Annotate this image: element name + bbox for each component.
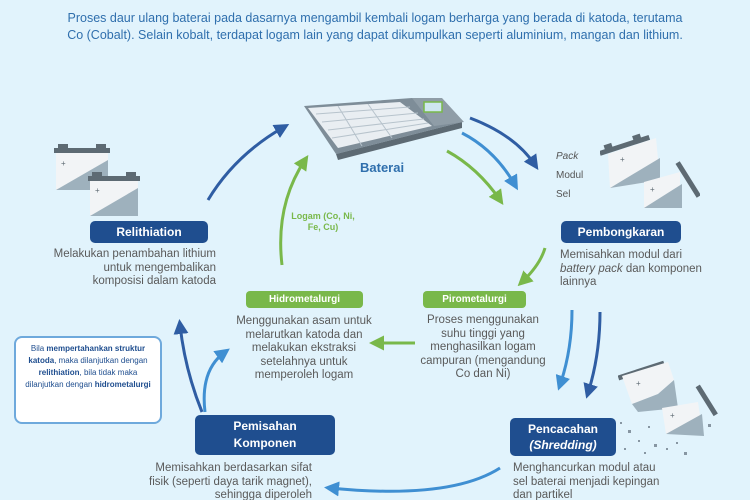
pemisahan-title-line1: Pemisahan xyxy=(233,419,297,433)
decision-note: Bila mempertahankan struktur katoda, mak… xyxy=(14,336,162,424)
pack-label: Pack xyxy=(556,151,579,162)
arrow-pembongkaran-to-pencacahan-dark xyxy=(583,311,602,399)
pencacahan-title-line2: (Shredding) xyxy=(529,438,597,452)
arrow-battery-to-pembongkaran-dark xyxy=(469,116,539,170)
arrow-pembongkaran-to-pirometalurgi xyxy=(517,247,547,287)
pembongkaran-desc: Memisahkan modul dari battery pack dan k… xyxy=(560,249,710,290)
arrow-pencacahan-to-pemisahan xyxy=(324,466,501,497)
relithiation-label: Relithiation xyxy=(90,221,208,243)
arrow-relithiation-to-battery xyxy=(206,124,290,201)
arrow-pemisahan-to-hidrometalurgi xyxy=(202,348,230,413)
svg-text:+: + xyxy=(670,411,675,420)
svg-text:+: + xyxy=(61,159,66,168)
pembongkaran-label: Pembongkaran xyxy=(561,221,681,243)
logam-label: Logam (Co, Ni, Fe, Cu) xyxy=(291,211,355,232)
pencacahan-label: Pencacahan (Shredding) xyxy=(510,418,616,456)
shredded-battery-icon: + + xyxy=(618,360,718,455)
note-bold-3: hidrometalurgi xyxy=(94,380,151,389)
note-text-1: Bila xyxy=(30,344,47,353)
pemisahan-desc: Memisahkan berdasarkan sifat fisik (sepe… xyxy=(149,462,312,500)
pencacahan-title-line1: Pencacahan xyxy=(527,422,599,436)
battery-label: Baterai xyxy=(360,160,405,175)
svg-text:+: + xyxy=(95,186,100,195)
pemisahan-title-line2: Komponen xyxy=(233,436,297,450)
arrow-logam-to-battery xyxy=(279,155,309,266)
note-bold-2: relithiation xyxy=(38,368,80,377)
relithiation-desc: Melakukan penambahan lithium untuk menge… xyxy=(53,248,216,287)
pembongkaran-desc-post: dan komponen lainnya xyxy=(560,262,702,289)
svg-text:+: + xyxy=(636,379,641,388)
pembongkaran-desc-italic: battery pack xyxy=(560,262,623,275)
hidrometalurgi-desc: Menggunakan asam untuk melarutkan katoda… xyxy=(236,315,372,381)
stack-labels: Pack Modul Sel xyxy=(556,147,583,204)
svg-text:+: + xyxy=(650,185,655,194)
battery-cells-icon: + + xyxy=(54,144,140,216)
pirometalurgi-label: Pirometalurgi xyxy=(423,291,526,308)
arrow-battery-to-pembongkaran-mid xyxy=(461,131,518,191)
note-bold-1: mempertahankan struktur katoda xyxy=(28,344,146,365)
pemisahan-label: Pemisahan Komponen xyxy=(195,415,335,455)
note-text-2: , maka dilanjutkan dengan xyxy=(54,356,148,365)
battery-pack-icon xyxy=(304,98,464,160)
modul-label: Modul xyxy=(556,170,584,181)
svg-text:+: + xyxy=(620,155,625,164)
pembongkaran-desc-pre: Memisahkan modul dari xyxy=(560,249,683,261)
arrow-pembongkaran-to-pencacahan-mid xyxy=(555,309,574,391)
pirometalurgi-desc: Proses menggunakan suhu tinggi yang meng… xyxy=(420,314,546,380)
arrow-battery-to-pembongkaran-green xyxy=(446,149,504,205)
hidrometalurgi-label: Hidrometalurgi xyxy=(246,291,363,308)
pencacahan-desc: Menghancurkan modul atau sel baterai men… xyxy=(513,462,660,500)
intro-text: Proses daur ulang baterai pada dasarnya … xyxy=(67,11,683,42)
arrow-pemisahan-to-relithiation xyxy=(173,319,204,413)
note-text-3: , bila tidak maka dilanjutkan dengan xyxy=(25,368,138,389)
disassembled-battery-icon: + + xyxy=(600,133,700,208)
sel-label: Sel xyxy=(556,189,571,200)
